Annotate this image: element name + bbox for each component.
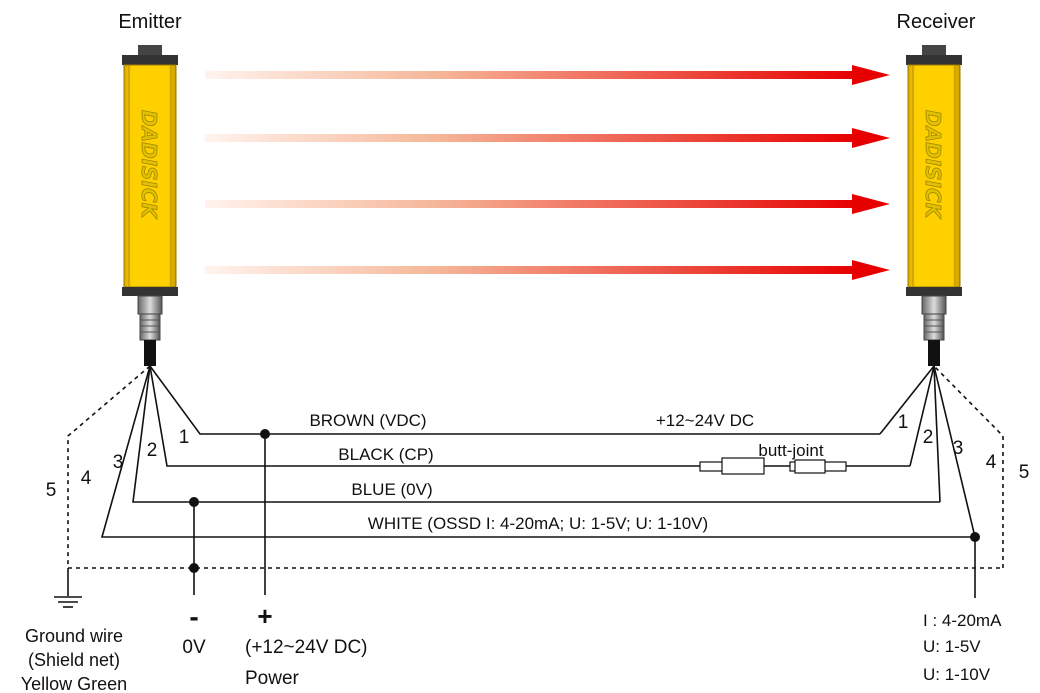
junction-dot <box>189 497 199 507</box>
supply-note: +12~24V DC <box>656 411 754 430</box>
beam-arrowhead <box>852 260 890 280</box>
receiver-wire-number: 2 <box>923 427 934 448</box>
butt-joint-connector <box>699 457 847 475</box>
zero-volt-label: 0V <box>182 637 206 658</box>
receiver-wire-number: 5 <box>1019 462 1030 483</box>
emitter-brand: DADISICK <box>137 110 161 220</box>
emitter-wire-shield <box>67 365 151 568</box>
beam <box>205 200 855 208</box>
output-current-label: I : 4-20mA <box>923 611 1002 630</box>
receiver-wire-black <box>909 365 935 467</box>
emitter-wire-number: 1 <box>179 427 190 448</box>
wire-label-brown: BROWN (VDC) <box>309 411 426 430</box>
ground-label-line1: Ground wire <box>25 626 123 646</box>
ground-label-line2: (Shield net) <box>28 650 120 670</box>
emitter-wire-number: 2 <box>147 440 158 461</box>
beam-arrowhead <box>852 128 890 148</box>
output-voltage-label-2: U: 1-10V <box>923 665 991 684</box>
emitter-wire-white <box>100 365 975 538</box>
wire-label-black: BLACK (CP) <box>338 445 433 464</box>
receiver-wire-number: 3 <box>953 438 964 459</box>
receiver-title: Receiver <box>897 11 976 33</box>
output-voltage-label-1: U: 1-5V <box>923 637 981 656</box>
emitter-wire-black <box>149 365 910 467</box>
receiver-wire-number: 1 <box>898 412 909 433</box>
wiring <box>67 365 1004 598</box>
junction-dots <box>189 429 980 573</box>
emitter-unit: DADISICK <box>122 45 178 366</box>
wire-label-white: WHITE (OSSD I: 4-20mA; U: 1-5V; U: 1-10V… <box>368 514 708 533</box>
negative-sign: - <box>189 601 198 632</box>
beam <box>205 266 855 274</box>
receiver-wire-white <box>933 365 976 538</box>
receiver-brand: DADISICK <box>921 110 945 220</box>
junction-dot <box>189 563 199 573</box>
ground-icon <box>54 596 82 608</box>
positive-sign: + <box>257 601 272 631</box>
emitter-wire-blue <box>132 365 194 503</box>
emitter-wire-number: 3 <box>113 452 124 473</box>
receiver-wire-brown <box>879 365 935 435</box>
receiver-wire-shield <box>933 365 1004 568</box>
junction-dot <box>970 532 980 542</box>
emitter-wire-brown <box>149 365 265 435</box>
receiver-wire-number: 4 <box>986 452 997 473</box>
emitter-wire-number: 5 <box>46 480 57 501</box>
power-label: Power <box>245 668 300 689</box>
receiver-wire-blue <box>933 365 941 503</box>
beam <box>205 71 855 79</box>
butt-joint-label: butt-joint <box>758 441 823 460</box>
junction-dot <box>260 429 270 439</box>
beam-arrowhead <box>852 194 890 214</box>
wire-label-blue: BLUE (0V) <box>351 480 432 499</box>
supply-voltage-label: (+12~24V DC) <box>245 637 368 658</box>
receiver-unit: DADISICK <box>906 45 962 366</box>
beam <box>205 134 855 142</box>
light-beams <box>205 65 890 280</box>
beam-arrowhead <box>852 65 890 85</box>
emitter-wire-number: 4 <box>81 468 92 489</box>
ground-label-line3: Yellow Green <box>21 674 127 693</box>
emitter-title: Emitter <box>118 11 182 33</box>
